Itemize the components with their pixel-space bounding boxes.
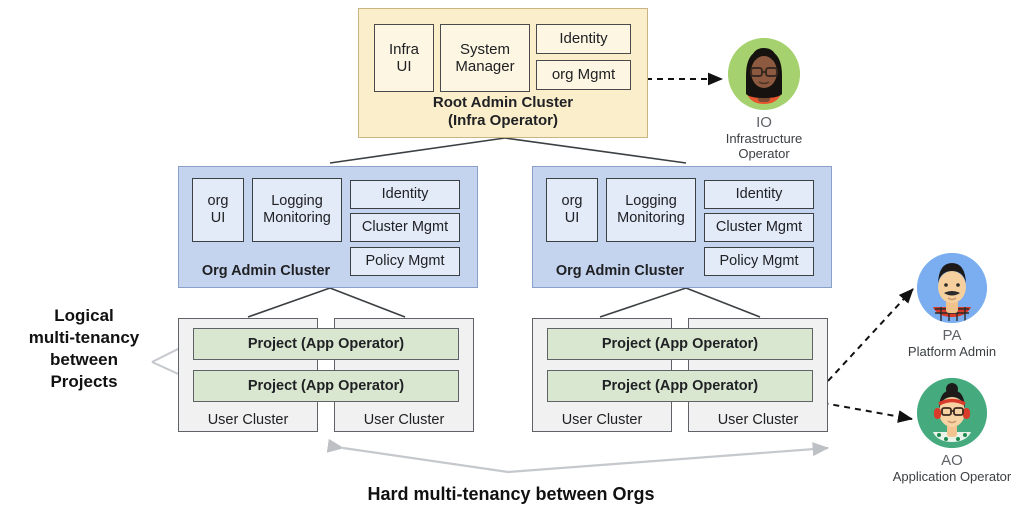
- root-component-system-manager: System Manager: [440, 24, 530, 92]
- org-left-component-logging-monitoring: Logging Monitoring: [252, 178, 342, 242]
- org-right-component-identity: Identity: [704, 180, 814, 209]
- user-cluster-right-2-label: User Cluster: [717, 412, 799, 428]
- persona-io-abbr: IO: [756, 114, 772, 131]
- persona-application-operator: AO Application Operator: [888, 378, 1016, 484]
- root-component-org-mgmt: org Mgmt: [536, 60, 631, 90]
- root-component-identity: Identity: [536, 24, 631, 54]
- org-left-component-identity: Identity: [350, 180, 460, 209]
- project-right-2: Project (App Operator): [547, 370, 813, 402]
- root-admin-cluster-title-line1: Root Admin Cluster: [432, 94, 574, 111]
- org-right-component-cluster-mgmt: Cluster Mgmt: [704, 213, 814, 242]
- user-cluster-left-1-label: User Cluster: [207, 412, 289, 428]
- root-component-infra-ui: Infra UI: [374, 24, 434, 92]
- persona-platform-admin: PA Platform Admin: [888, 253, 1016, 359]
- root-admin-cluster-title-line2: (Infra Operator): [447, 112, 558, 129]
- avatar-io: [728, 38, 800, 110]
- org-left-component-cluster-mgmt: Cluster Mgmt: [350, 213, 460, 242]
- persona-ao-abbr: AO: [941, 452, 963, 469]
- persona-ao-role: Application Operator: [892, 469, 1012, 484]
- org-admin-cluster-right-title: Org Admin Cluster: [555, 263, 685, 279]
- org-right-component-policy-mgmt: Policy Mgmt: [704, 247, 814, 276]
- project-left-2: Project (App Operator): [193, 370, 459, 402]
- hard-multi-tenancy-label: Hard multi-tenancy between Orgs: [367, 484, 655, 504]
- persona-infrastructure-operator: IO Infrastructure Operator: [700, 38, 828, 161]
- user-cluster-left-2-label: User Cluster: [363, 412, 445, 428]
- persona-io-role: Infrastructure Operator: [725, 131, 803, 161]
- org-left-component-policy-mgmt: Policy Mgmt: [350, 247, 460, 276]
- persona-pa-abbr: PA: [942, 327, 962, 344]
- project-right-1: Project (App Operator): [547, 328, 813, 360]
- org-admin-cluster-left-title: Org Admin Cluster: [201, 263, 331, 279]
- avatar-pa: [917, 253, 987, 323]
- logical-multi-tenancy-label: Logical multi-tenancy between Projects: [28, 306, 140, 392]
- org-left-component-org-ui: org UI: [192, 178, 244, 242]
- org-right-component-org-ui: org UI: [546, 178, 598, 242]
- user-cluster-right-1-label: User Cluster: [561, 412, 643, 428]
- avatar-ao: [917, 378, 987, 448]
- persona-pa-role: Platform Admin: [907, 344, 997, 359]
- project-left-1: Project (App Operator): [193, 328, 459, 360]
- org-right-component-logging-monitoring: Logging Monitoring: [606, 178, 696, 242]
